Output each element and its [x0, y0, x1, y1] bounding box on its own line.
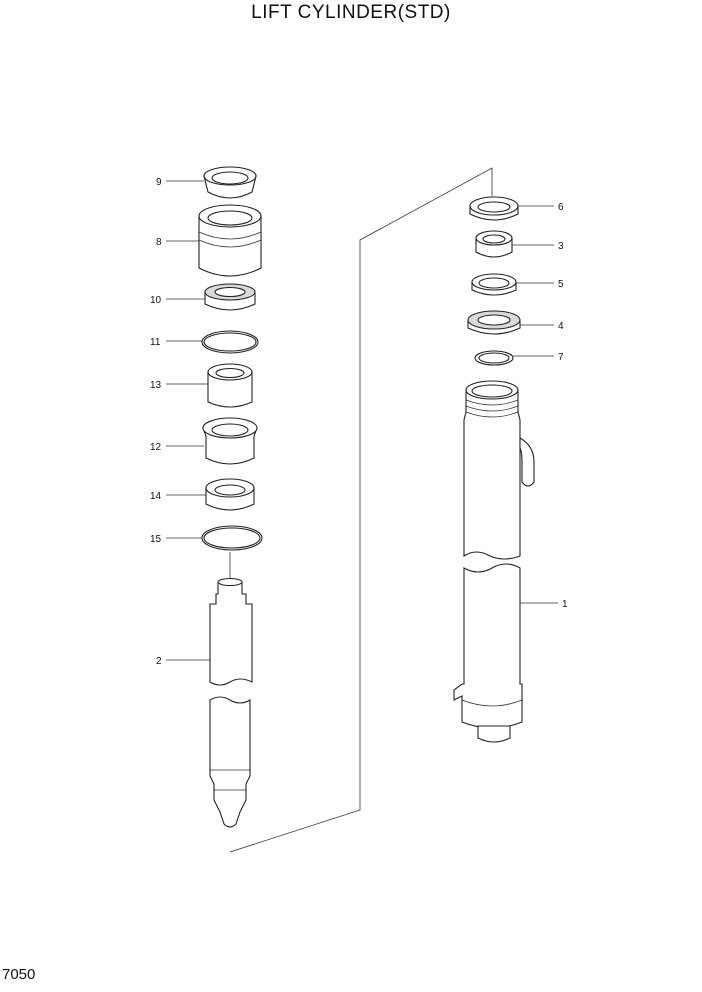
part-13-bushing[interactable]	[207, 363, 253, 408]
part-8-gland[interactable]	[198, 204, 262, 277]
callout-11[interactable]: 11	[150, 337, 161, 348]
part-11-o-ring[interactable]	[201, 330, 259, 354]
callout-12[interactable]: 12	[150, 442, 162, 453]
part-4-seal[interactable]	[467, 310, 521, 335]
part-6-dust-seal[interactable]	[469, 196, 519, 221]
assembly-guide-line	[229, 167, 493, 853]
callout-4[interactable]: 4	[558, 321, 564, 332]
part-10-rod-seal[interactable]	[204, 283, 256, 311]
part-9-dust-wiper[interactable]	[203, 166, 257, 199]
callout-5[interactable]: 5	[558, 279, 564, 290]
callout-9[interactable]: 9	[156, 177, 162, 188]
part-5-snap-ring[interactable]	[471, 273, 517, 296]
callout-6[interactable]: 6	[558, 202, 564, 213]
part-7-retaining-ring[interactable]	[474, 350, 514, 366]
part-1-tube-assembly[interactable]	[453, 380, 535, 743]
callout-leaders	[166, 180, 558, 661]
part-12-piston[interactable]	[202, 417, 258, 465]
part-3-gland-nut[interactable]	[475, 230, 513, 258]
callout-2[interactable]: 2	[156, 656, 162, 667]
page-number: 7050	[2, 966, 36, 983]
part-2-piston-rod[interactable]	[209, 552, 253, 828]
callout-7[interactable]: 7	[558, 352, 564, 363]
callout-8[interactable]: 8	[156, 237, 162, 248]
callout-1[interactable]: 1	[562, 599, 568, 610]
callout-13[interactable]: 13	[150, 380, 162, 391]
page-title: LIFT CYLINDER(STD)	[251, 2, 451, 23]
callout-15[interactable]: 15	[150, 534, 162, 545]
part-15-o-ring[interactable]	[201, 525, 263, 551]
part-14-wear-ring[interactable]	[205, 478, 255, 511]
callout-14[interactable]: 14	[150, 491, 162, 502]
callout-10[interactable]: 10	[150, 295, 162, 306]
callout-3[interactable]: 3	[558, 241, 564, 252]
